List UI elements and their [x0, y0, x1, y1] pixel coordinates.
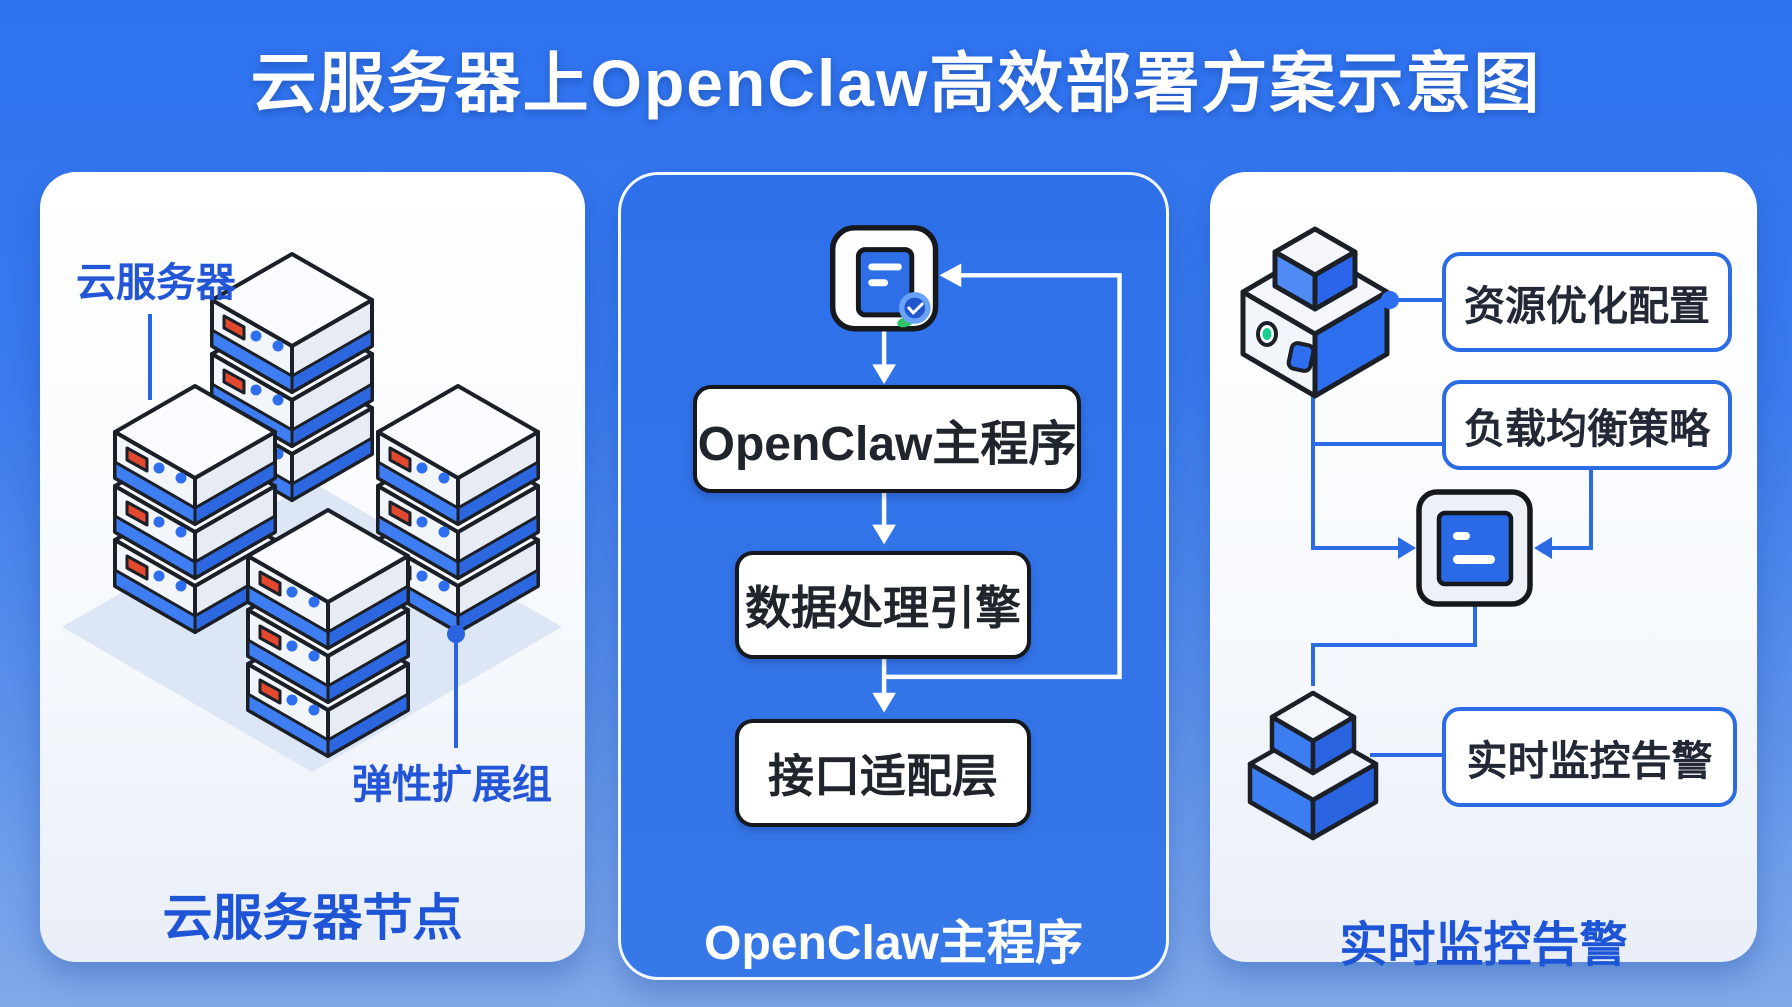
feature-box-realtime-alerts: 实时监控告警: [1442, 707, 1737, 807]
middle-panel-caption: OpenClaw主程序: [704, 917, 1083, 970]
cloud-server-label: 云服务器: [76, 261, 236, 305]
main-program-panel: OpenClaw主程序 数据处理引擎 接口适配层 OpenClaw主程序: [618, 172, 1169, 980]
compute-device-icon: [1240, 226, 1399, 399]
connector-balance-to-monitor: [1548, 470, 1593, 550]
feature-box-load-balancing: 负载均衡策略: [1442, 380, 1732, 470]
flow-box-main-program: OpenClaw主程序: [693, 385, 1081, 493]
server-cluster-illustration: [62, 172, 562, 772]
monitoring-panel: 资源优化配置 负载均衡策略 实时监控告警 实时监控告警: [1210, 172, 1757, 972]
page-title: 云服务器上OpenClaw高效部署方案示意图: [250, 46, 1542, 120]
loop-arrowhead-icon: [939, 263, 962, 288]
monitor-icon: [1416, 489, 1533, 607]
elastic-group-label: 弹性扩展组: [352, 763, 552, 807]
feature-box-resource-optimization: 资源优化配置: [1442, 252, 1732, 352]
flow-box-data-engine: 数据处理引擎: [735, 551, 1031, 659]
arrowhead-into-monitor-left: [1398, 537, 1416, 559]
document-check-badge-icon: [829, 225, 939, 332]
flow-arrowhead-3: [872, 692, 896, 713]
cloud-nodes-panel: 云服务器 弹性扩展组 云服务器节点: [40, 172, 585, 962]
flow-arrowhead-2: [872, 524, 896, 545]
flow-connectors: [829, 225, 1122, 713]
flow-box-adapter-layer: 接口适配层: [735, 719, 1031, 827]
arrowhead-into-monitor-right: [1534, 537, 1552, 559]
server-stack-front: [248, 510, 408, 756]
right-panel-caption: 实时监控告警: [1339, 919, 1628, 972]
monitoring-connectors: [1240, 226, 1593, 841]
connector-monitor-to-stack: [1311, 604, 1477, 686]
flow-arrowhead-1: [872, 364, 896, 385]
left-panel-caption: 云服务器节点: [162, 890, 463, 946]
stacked-servers-icon: [1247, 690, 1379, 841]
connector-device-to-monitor: [1311, 396, 1402, 550]
feedback-loop-line: [884, 273, 1122, 680]
